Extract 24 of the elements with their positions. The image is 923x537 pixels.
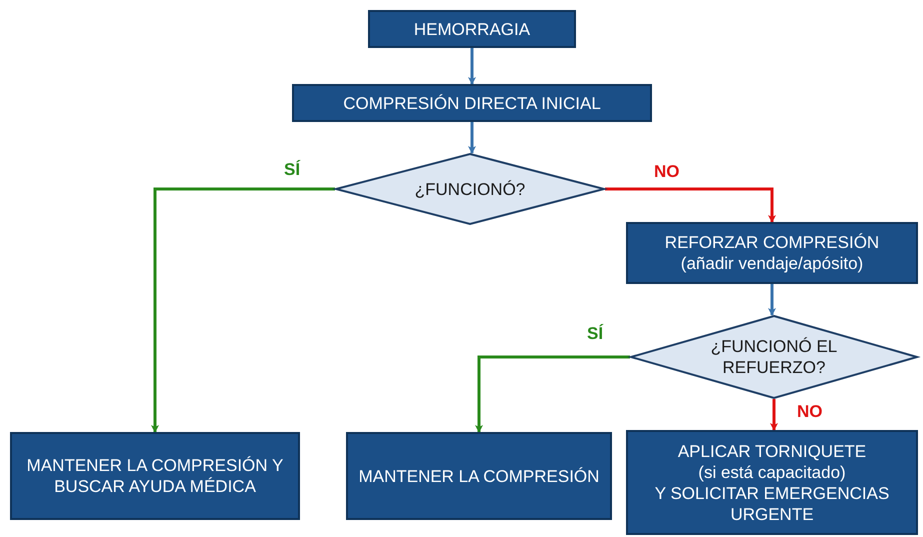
box-text: (si está capacitado) bbox=[698, 462, 846, 482]
decision-text: ¿FUNCIONÓ EL REFUERZO? bbox=[710, 336, 838, 378]
process-box bbox=[292, 84, 652, 122]
box-text: APLICAR TORNIQUETE bbox=[678, 440, 866, 462]
arrow bbox=[151, 188, 335, 433]
box-text: HEMORRAGIA bbox=[414, 18, 530, 40]
arrow bbox=[770, 399, 778, 431]
box-text: Y SOLICITAR EMERGENCIAS URGENTE bbox=[654, 482, 890, 524]
arrow bbox=[468, 48, 476, 85]
decision-text: ¿FUNCIONÓ? bbox=[414, 178, 526, 200]
box-text: MANTENER LA COMPRESIÓN bbox=[358, 466, 600, 486]
box-text: COMPRESIÓN DIRECTA INICIAL bbox=[343, 92, 601, 114]
process-box bbox=[368, 10, 576, 48]
process-box bbox=[626, 430, 918, 535]
box-text: REFORZAR COMPRESIÓN bbox=[664, 232, 880, 253]
box-text: (añadir vendaje/apósito) bbox=[680, 253, 864, 274]
box-text: MANTENER LA COMPRESIÓN Y BUSCAR AYUDA MÉDICA bbox=[26, 455, 284, 497]
process-box bbox=[626, 222, 918, 284]
arrow bbox=[468, 122, 476, 154]
process-box bbox=[10, 432, 300, 520]
process-box bbox=[346, 432, 612, 520]
arrow bbox=[605, 188, 776, 223]
arrow bbox=[475, 356, 630, 433]
arrow bbox=[768, 284, 776, 316]
